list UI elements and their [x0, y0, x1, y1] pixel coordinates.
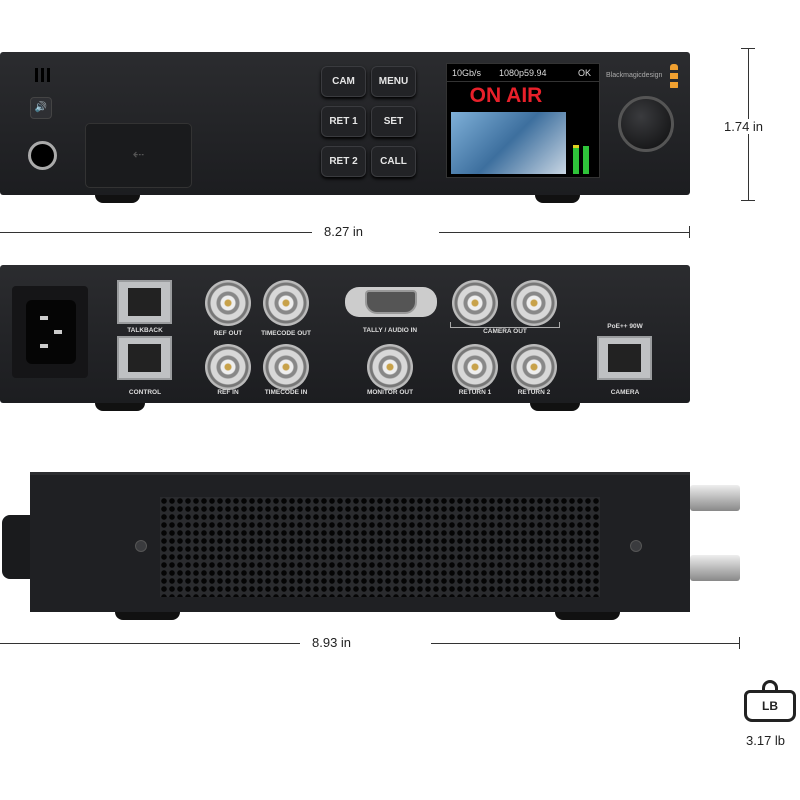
poe-label: PoE++ 90W: [607, 323, 643, 330]
monitor-out-label: MONITOR OUT: [366, 389, 414, 396]
timecode-out-label: TIMECODE OUT: [261, 330, 311, 337]
ref-in-connector[interactable]: [205, 344, 251, 390]
foot: [95, 403, 145, 411]
brand-logo: Blackmagicdesign: [606, 72, 663, 79]
foot: [555, 612, 620, 620]
audio-meter-left: [573, 148, 579, 174]
depth-label: 8.93 in: [300, 635, 432, 650]
timecode-in-connector[interactable]: [263, 344, 309, 390]
talkback-label: TALKBACK: [127, 327, 163, 334]
width-label: 8.27 in: [312, 224, 440, 239]
monitor-out-connector[interactable]: [367, 344, 413, 390]
weight-label: 3.17 lb: [746, 733, 786, 748]
tally-audio-in-label: TALLY / AUDIO IN: [362, 327, 418, 334]
bnc-side-bottom: [690, 555, 740, 581]
call-button[interactable]: CALL: [371, 146, 416, 177]
camera-ethernet-port[interactable]: [597, 336, 652, 380]
audio-meter-right: [583, 146, 589, 174]
ret1-button[interactable]: RET 1: [321, 106, 366, 137]
return-1-connector[interactable]: [452, 344, 498, 390]
return-2-connector[interactable]: [511, 344, 557, 390]
ret2-button[interactable]: RET 2: [321, 146, 366, 177]
foot: [535, 195, 580, 203]
rear-panel: TALKBACK CONTROL REF OUT TIMECODE OUT RE…: [0, 265, 690, 403]
control-port[interactable]: [117, 336, 172, 380]
status-text: OK: [577, 68, 591, 78]
ref-out-connector[interactable]: [205, 280, 251, 326]
usb-cover[interactable]: ⇠: [85, 123, 192, 188]
power-inlet[interactable]: [12, 286, 88, 378]
video-preview: [451, 112, 566, 174]
timecode-out-connector[interactable]: [263, 280, 309, 326]
camera-out-label: CAMERA OUT: [483, 328, 527, 335]
jog-knob[interactable]: [618, 96, 674, 152]
ref-out-label: REF OUT: [213, 330, 243, 337]
talkback-port[interactable]: [117, 280, 172, 324]
timecode-in-label: TIMECODE IN: [264, 389, 308, 396]
speaker-grille-icon: [35, 68, 51, 82]
camera-out-1-connector[interactable]: [452, 280, 498, 326]
lcd-screen: 10Gb/s 1080p59.94 OK ON AIR: [446, 63, 600, 178]
link-speed: 10Gb/s: [452, 68, 482, 78]
logo-rings-icon: [670, 64, 678, 90]
tally-text: ON AIR: [469, 84, 543, 107]
menu-button[interactable]: MENU: [371, 66, 416, 97]
return-2-label: RETURN 2: [517, 389, 551, 396]
foot: [115, 612, 180, 620]
tally-audio-db9-connector[interactable]: [345, 287, 437, 317]
side-panel: [30, 472, 690, 612]
ventilation-grille: [160, 497, 600, 597]
return-1-label: RETURN 1: [458, 389, 492, 396]
height-label: 1.74 in: [718, 119, 770, 134]
foot: [95, 195, 140, 203]
foot: [530, 403, 580, 411]
cam-button[interactable]: CAM: [321, 66, 366, 97]
headphone-jack[interactable]: [28, 141, 57, 170]
video-format: 1080p59.94: [499, 68, 547, 78]
camera-out-2-connector[interactable]: [511, 280, 557, 326]
front-knob-side: [2, 515, 32, 579]
camera-out-bracket: [450, 322, 560, 328]
front-panel: 🔊 ⇠ CAM MENU RET 1 SET RET 2 CALL 10Gb/s…: [0, 52, 690, 195]
screw-icon: [630, 540, 642, 552]
bnc-side-top: [690, 485, 740, 511]
screw-icon: [135, 540, 147, 552]
control-label: CONTROL: [128, 389, 162, 396]
set-button[interactable]: SET: [371, 106, 416, 137]
ref-in-label: REF IN: [217, 389, 239, 396]
camera-label: CAMERA: [610, 389, 640, 396]
speaker-button[interactable]: 🔊: [30, 97, 52, 119]
weight-icon: LB: [742, 680, 798, 726]
